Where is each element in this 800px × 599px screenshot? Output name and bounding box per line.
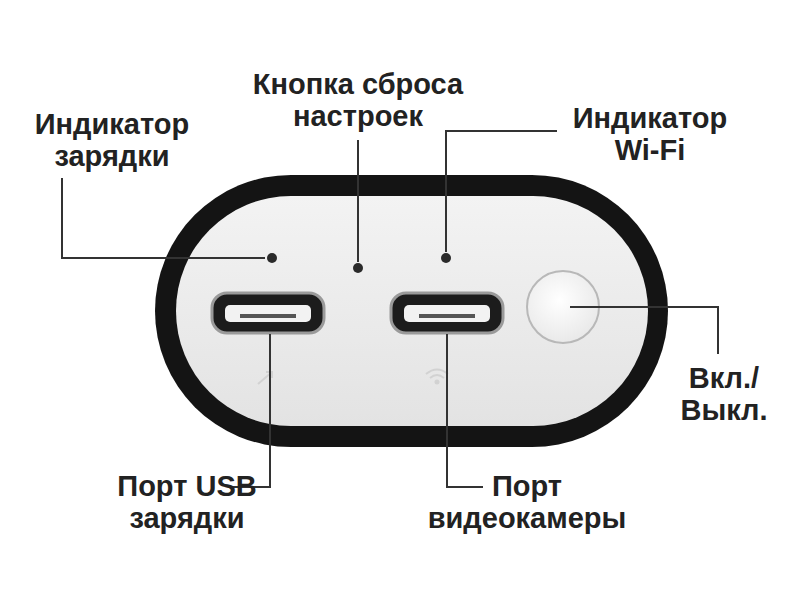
wifi-led bbox=[441, 253, 451, 263]
label-box: Индикатор зарядки bbox=[33, 108, 192, 172]
callout-label: Порт USB зарядки bbox=[93, 470, 282, 534]
wifi-dot bbox=[436, 381, 439, 384]
camera-port bbox=[391, 293, 503, 333]
label-box: Порт видеокамеры bbox=[426, 470, 629, 534]
label-box: Порт USB зарядки bbox=[93, 470, 282, 534]
port-slot bbox=[404, 305, 490, 322]
callout-label: Кнопка сброса настроек bbox=[251, 68, 466, 132]
callout-label: Индикатор Wi-Fi bbox=[571, 102, 730, 166]
leader-line bbox=[446, 131, 557, 252]
label-box: Вкл./ Выкл. bbox=[678, 362, 770, 426]
leader-line bbox=[357, 140, 359, 262]
leader-line bbox=[232, 334, 270, 487]
leader-line bbox=[62, 178, 265, 258]
wifi-icon bbox=[426, 370, 448, 384]
callout-label: Индикатор зарядки bbox=[33, 108, 192, 172]
port-contacts bbox=[419, 314, 475, 318]
port-slot bbox=[225, 305, 311, 322]
label-box: Индикатор Wi-Fi bbox=[571, 102, 730, 166]
wifi-arc bbox=[430, 375, 444, 378]
port-shell bbox=[212, 293, 324, 333]
port-contacts bbox=[240, 314, 296, 318]
device-face bbox=[176, 196, 648, 426]
usb-port bbox=[212, 293, 324, 333]
reset-hole bbox=[353, 263, 363, 273]
callout-label: Вкл./ Выкл. bbox=[678, 362, 770, 426]
device-housing bbox=[155, 175, 668, 447]
wifi-arc bbox=[426, 370, 448, 375]
callout-label: Порт видеокамеры bbox=[426, 470, 629, 534]
port-shell bbox=[391, 293, 503, 333]
leader-lines bbox=[62, 131, 718, 487]
leader-line bbox=[447, 334, 483, 487]
charge-led bbox=[267, 253, 277, 263]
label-box: Кнопка сброса настроек bbox=[251, 68, 466, 132]
leader-line bbox=[570, 307, 718, 354]
